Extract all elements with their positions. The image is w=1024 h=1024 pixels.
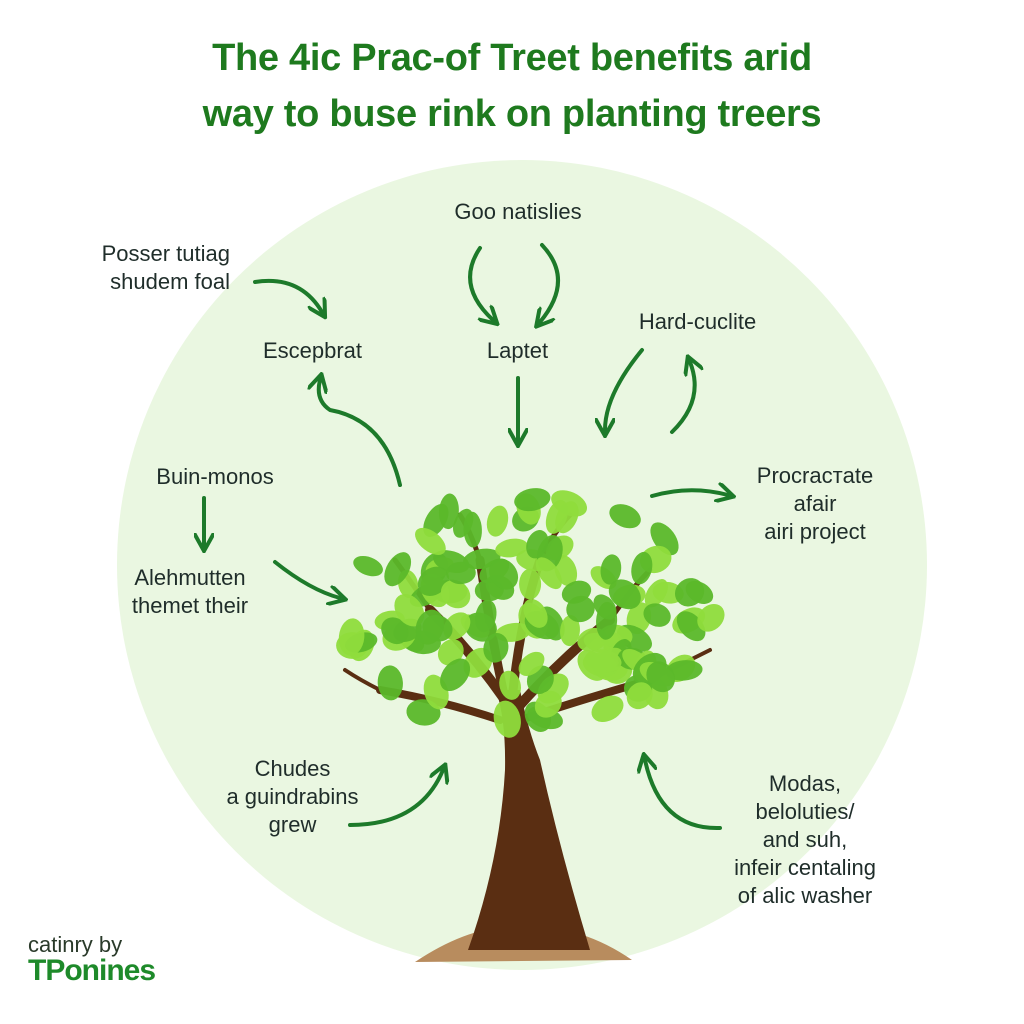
label-bottom-right: Modas, beloluties/ and suh, infeir centa…	[734, 771, 876, 908]
label-mid-left: Escepbrat	[262, 338, 363, 363]
curved-arrow-icon	[468, 246, 493, 320]
label-mid-right: Hard-cuclite	[638, 309, 757, 334]
leaf	[591, 695, 624, 722]
leaf	[646, 661, 676, 693]
label-top-center: Goo natislies	[454, 199, 582, 224]
leaf	[626, 682, 653, 710]
leaf	[514, 488, 551, 512]
diagram-title: The 4ic Prac-of Treet benefits arid way …	[0, 30, 1024, 142]
leaf-cluster	[336, 488, 725, 738]
leaf	[394, 593, 425, 627]
footer-brand: TPonines	[28, 954, 156, 987]
leaf	[545, 499, 568, 534]
leaf	[519, 568, 542, 600]
curved-arrow-icon	[253, 278, 322, 312]
leaf	[535, 557, 562, 590]
leaf	[437, 639, 464, 666]
leaf	[697, 603, 725, 632]
tree-icon	[336, 488, 725, 950]
leaf	[499, 670, 521, 700]
tree-trunk	[468, 690, 590, 950]
leaf	[534, 690, 562, 718]
curved-arrow-icon	[540, 243, 560, 322]
leaf	[384, 552, 412, 587]
leaf	[631, 551, 653, 585]
leaf	[518, 651, 545, 676]
leaf	[593, 594, 617, 620]
leaf	[440, 658, 471, 692]
leaf	[489, 558, 519, 590]
label-left-lower: Alehmutten themet their	[131, 565, 249, 618]
leaf	[685, 580, 714, 604]
leaf	[665, 660, 703, 681]
title-line-2: way to buse rink on planting treers	[202, 93, 822, 135]
title-line-1: The 4ic Prac-of Treet benefits arid	[212, 37, 812, 79]
leaf	[438, 493, 459, 530]
leaf	[560, 615, 580, 647]
label-top-left: Posser tutiag shudem foal	[101, 241, 230, 294]
leaf	[446, 561, 476, 585]
leaf	[566, 595, 595, 623]
leaf	[526, 530, 549, 559]
footer-credit: catinry by	[28, 932, 123, 957]
curved-arrow-icon	[645, 760, 722, 831]
leaf	[463, 511, 482, 548]
leaf	[415, 609, 444, 645]
leaf	[415, 527, 446, 555]
leaf	[440, 580, 471, 609]
leaf	[377, 665, 403, 701]
curved-arrow-icon	[319, 380, 402, 487]
curved-arrow-icon	[605, 348, 644, 430]
footer-logo: catinry by TPonines	[28, 932, 156, 987]
leaf	[523, 598, 548, 628]
curved-arrow-icon	[650, 490, 728, 496]
leaf	[464, 612, 497, 642]
label-mid-center: Laptet	[486, 338, 549, 363]
leaf	[609, 504, 641, 529]
curved-arrow-icon	[670, 362, 695, 434]
leaf	[353, 555, 383, 577]
leaf	[417, 566, 450, 596]
leaf	[338, 618, 365, 656]
label-right: Procrастate afair airi project	[756, 463, 874, 544]
leaf	[577, 649, 607, 681]
leaf	[381, 617, 409, 645]
leaf	[486, 505, 509, 537]
leaf	[608, 579, 641, 610]
leaf	[483, 633, 509, 663]
label-bottom-left: Chudes a guindrabins grew	[226, 756, 359, 837]
leaf	[600, 554, 622, 585]
label-left: Buin-monos	[156, 464, 274, 489]
curved-arrow-icon	[273, 560, 340, 598]
leaf	[493, 700, 521, 738]
leaf	[643, 603, 671, 627]
curved-arrow-icon	[348, 770, 443, 827]
